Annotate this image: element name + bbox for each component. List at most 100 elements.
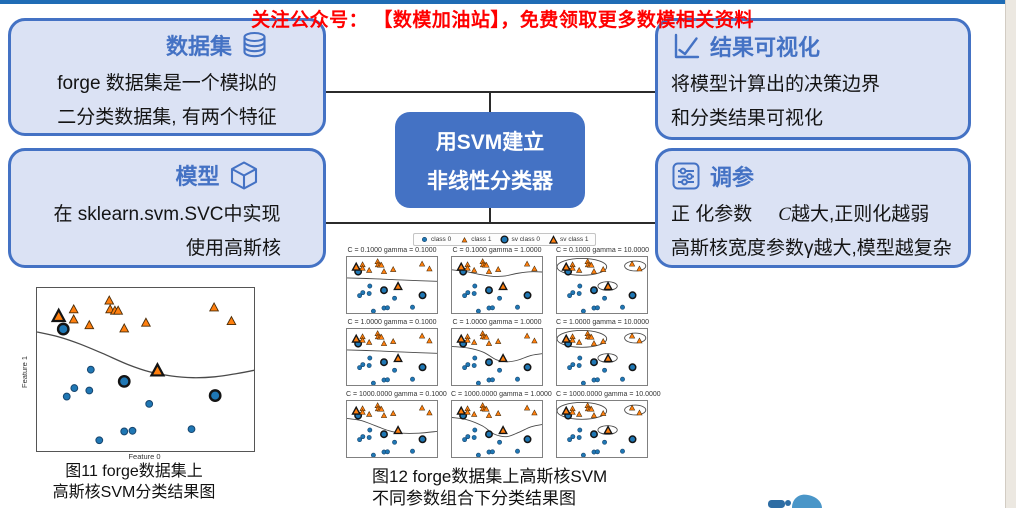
data-point-class0 (360, 434, 366, 440)
data-point-class0 (472, 283, 478, 289)
data-point-class1 (380, 340, 388, 346)
data-point-sv-class0 (485, 358, 493, 367)
connector-top-stub (489, 91, 491, 113)
data-point-class0 (602, 295, 607, 301)
data-point-class0 (392, 439, 397, 445)
data-point-class0 (577, 283, 583, 289)
connector-bottom-stub (489, 207, 491, 223)
subplot-title: C = 0.1000 gamma = 10.0000 (556, 247, 650, 254)
data-point-class1 (113, 305, 124, 315)
data-point-sv-class1 (456, 333, 467, 343)
data-point-class0 (471, 291, 477, 296)
subplot-cell: C = 0.1000 gamma = 0.1000 (346, 246, 438, 314)
data-point-class0 (410, 448, 415, 454)
visualization-box-header: 结果可视化 (658, 30, 968, 62)
visualization-box-title: 结果可视化 (710, 35, 821, 60)
subplot-cell: C = 0.1000 gamma = 10.0000 (556, 246, 650, 314)
subplot-plot (556, 256, 648, 314)
data-point-class1 (366, 410, 373, 417)
data-point-class1 (378, 405, 385, 412)
data-point-class0 (580, 380, 586, 385)
scrollbar-track[interactable] (1005, 0, 1016, 508)
tuning-box-line2: 高斯核宽度参数γ越大,模型越复杂 (671, 238, 952, 259)
data-point-class1 (418, 332, 426, 339)
data-point-class0 (472, 355, 478, 361)
model-box: 模型 在 sklearn.svm.SVC中实现 使用高斯核 (8, 148, 326, 268)
data-point-class0 (490, 377, 495, 383)
sliders-icon (672, 162, 700, 190)
data-point-class0 (360, 362, 366, 368)
data-point-class1 (495, 410, 502, 416)
tuning-box-header: 调参 (658, 160, 968, 192)
data-point-class1 (380, 412, 388, 418)
data-point-class0 (410, 304, 415, 310)
data-point-class0 (602, 367, 607, 373)
central-topic-line1: 用SVM建立 (435, 130, 545, 154)
data-point-class1 (378, 333, 385, 340)
dataset-box-line1: forge 数据集是一个模拟的 (57, 73, 277, 94)
data-point-class0 (366, 363, 372, 368)
data-point-sv-class1 (498, 281, 508, 291)
data-point-class0 (580, 452, 586, 457)
data-point-class1 (426, 265, 433, 272)
data-point-class0 (490, 305, 495, 311)
legend-label: class 0 (431, 236, 452, 243)
data-point-sv-class0 (418, 291, 427, 300)
visualization-box-line1: 将模型计算出的决策边界 (671, 74, 881, 95)
data-point-class1 (483, 261, 490, 268)
data-point-class0 (465, 290, 471, 296)
data-point-class1 (531, 337, 538, 344)
data-point-class0 (515, 376, 520, 382)
decision-boundary (624, 332, 647, 344)
data-point-class0 (95, 436, 104, 445)
data-point-class0 (367, 427, 373, 433)
data-point-class1 (628, 260, 636, 267)
data-point-class1 (418, 404, 426, 411)
legend-label: sv class 1 (560, 236, 589, 243)
decision-boundary (37, 331, 254, 379)
data-point-class1 (390, 266, 397, 272)
legend-label: class 1 (471, 236, 492, 243)
figure11-xlabel: Feature 0 (128, 452, 161, 461)
data-point-sv-class0 (590, 358, 598, 367)
model-box-line2: 使用高斯核 (185, 238, 281, 259)
data-point-class0 (471, 435, 477, 440)
data-point-class1 (523, 332, 531, 339)
dataset-box-title: 数据集 (165, 34, 232, 59)
data-point-sv-class1 (456, 405, 467, 415)
data-point-class0 (392, 367, 397, 373)
data-point-class1 (359, 336, 366, 343)
tuning-line1-variable-c: C (778, 204, 791, 225)
data-point-class1 (569, 264, 576, 271)
subplot-cell: C = 1.0000 gamma = 1.0000 (451, 318, 543, 386)
data-point-class1 (366, 338, 373, 345)
data-point-class1 (523, 260, 531, 267)
figure11-caption-line1: 图11 forge数据集上 (65, 463, 203, 480)
data-point-sv-class0 (523, 363, 532, 372)
figure12-caption-line2: 不同参数组合下分类结果图 (372, 489, 576, 508)
data-point-class0 (385, 449, 390, 455)
subplot-cell: C = 1000.0000 gamma = 1.0000 (451, 390, 552, 458)
data-point-class0 (370, 308, 376, 313)
data-point-class1 (588, 333, 595, 340)
database-icon (243, 31, 266, 58)
decision-boundary (347, 417, 437, 434)
data-point-class1 (390, 338, 397, 344)
dataset-box: 数据集 forge 数据集是一个模拟的 二分类数据集, 有两个特征 (8, 18, 326, 136)
data-point-sv-class1 (456, 261, 467, 271)
data-point-class0 (471, 363, 477, 368)
data-point-sv-class0 (56, 322, 70, 336)
data-point-sv-class1 (393, 353, 403, 363)
data-point-sv-class0 (418, 363, 427, 372)
data-point-class1 (119, 323, 130, 333)
data-point-class0 (567, 365, 573, 371)
data-point-class1 (590, 340, 598, 346)
data-point-class1 (590, 268, 598, 274)
figure11-plot (36, 287, 255, 452)
data-point-class1 (68, 303, 79, 314)
data-point-class0 (570, 362, 576, 368)
subplot-plot (346, 328, 438, 386)
data-point-class0 (145, 399, 154, 408)
